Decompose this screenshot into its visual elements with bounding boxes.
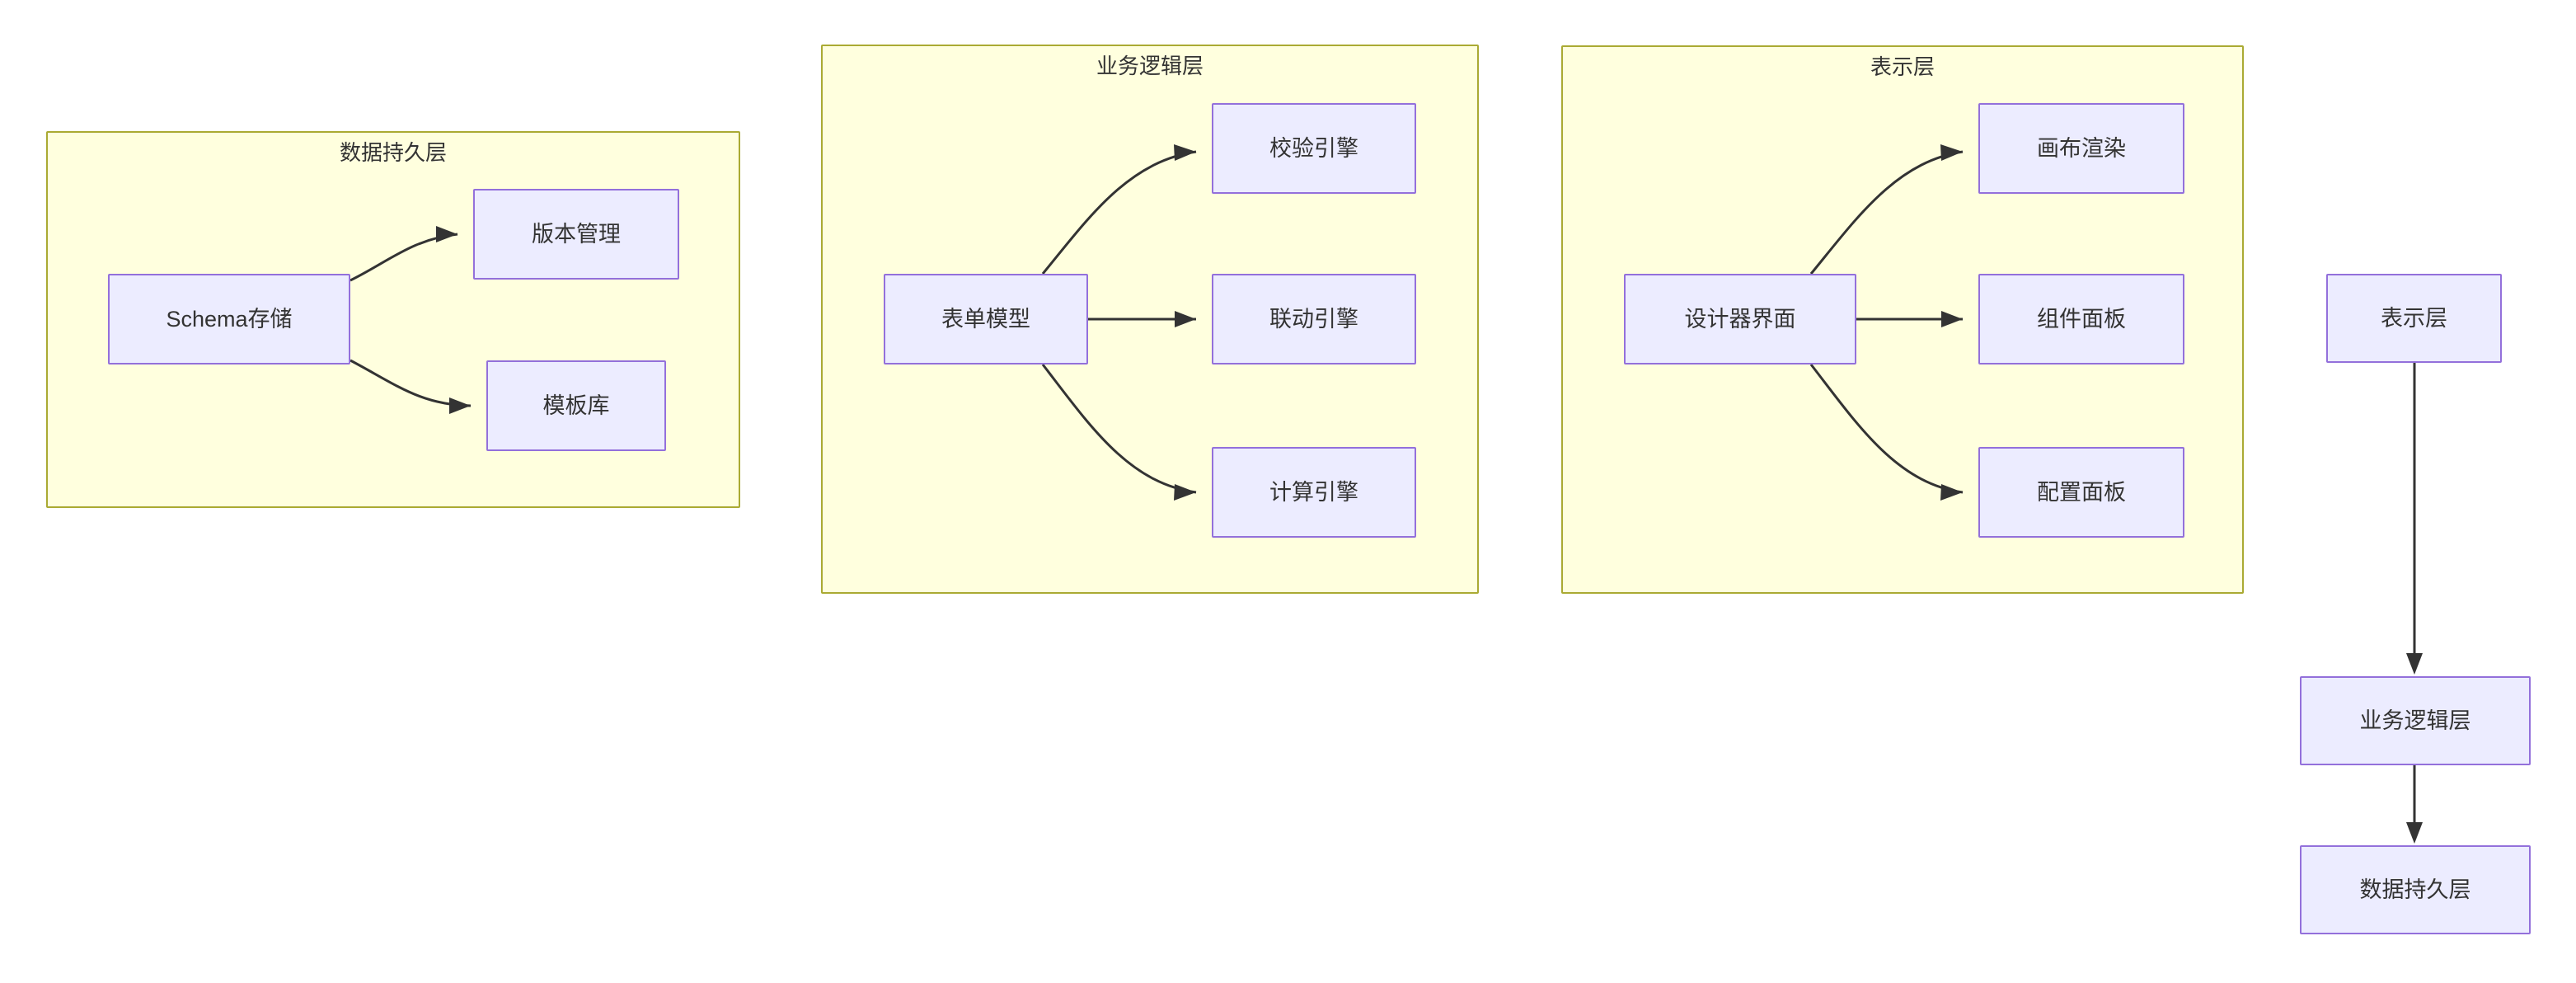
- edge-presentation-to-business: [2406, 363, 2423, 675]
- node-compute-engine[interactable]: 计算引擎: [1212, 447, 1416, 538]
- node-schema-store[interactable]: Schema存储: [108, 274, 350, 365]
- node-config-panel[interactable]: 配置面板: [1978, 447, 2184, 538]
- node-canvas-render[interactable]: 画布渲染: [1978, 103, 2184, 194]
- cluster-title-data-persistence: 数据持久层: [339, 140, 447, 165]
- node-designer-ui[interactable]: 设计器界面: [1624, 274, 1856, 365]
- node-form-model[interactable]: 表单模型: [884, 274, 1088, 365]
- node-linkage-engine[interactable]: 联动引擎: [1212, 274, 1416, 365]
- cluster-title-presentation: 表示层: [1870, 54, 1935, 79]
- cluster-title-business-logic: 业务逻辑层: [1096, 54, 1204, 78]
- node-validation-engine[interactable]: 校验引擎: [1212, 103, 1416, 194]
- node-component-panel[interactable]: 组件面板: [1978, 274, 2184, 365]
- edge-business-to-data: [2406, 765, 2423, 844]
- node-layer-business[interactable]: 业务逻辑层: [2300, 676, 2531, 765]
- node-template-lib[interactable]: 模板库: [486, 360, 666, 451]
- node-version-mgmt[interactable]: 版本管理: [473, 189, 679, 280]
- node-layer-data[interactable]: 数据持久层: [2300, 845, 2531, 934]
- node-layer-presentation[interactable]: 表示层: [2326, 274, 2502, 363]
